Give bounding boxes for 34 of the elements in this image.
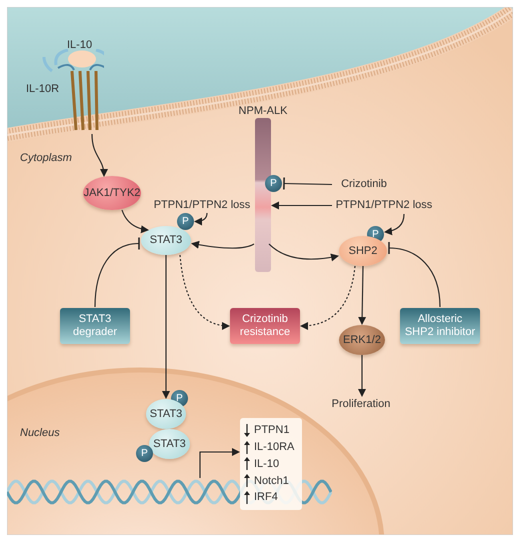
arrow: [384, 214, 405, 235]
gene-label: Notch1: [254, 474, 289, 489]
gene-label: IL-10: [254, 456, 280, 472]
gene-label: IL-10RA: [254, 440, 294, 455]
arrow: [121, 210, 149, 233]
inhibition-line: [283, 176, 332, 190]
protein-label: IL-10R: [26, 82, 60, 97]
gene-label: IRF4: [254, 490, 278, 506]
arrow: [358, 266, 366, 325]
drug-box: Allosteric SHP2 inhibitor: [400, 308, 480, 344]
protein-label: IL-10: [67, 38, 92, 53]
arrow: [91, 134, 108, 177]
protein-label: PTPN1/PTPN2 loss: [334, 198, 434, 213]
protein-label: Proliferation: [326, 397, 396, 412]
arrow: [194, 212, 208, 226]
drug-box: STAT3 degrader: [60, 308, 130, 344]
inhibition-line: [388, 241, 441, 308]
protein-label: NPM-ALK: [238, 104, 288, 119]
arrow: [191, 240, 254, 249]
arrow: [162, 255, 170, 399]
compartment-label: Nucleus: [20, 426, 60, 441]
dashed-arrow: [179, 254, 230, 330]
protein-label: PTPN1/PTPN2 loss: [152, 198, 252, 213]
arrow: [268, 244, 339, 262]
drug-box: Crizotinib resistance: [230, 308, 300, 344]
protein-label: Crizotinib: [334, 177, 394, 192]
gene-label: PTPN1: [254, 423, 290, 438]
arrow: [358, 355, 366, 397]
compartment-label: Cytoplasm: [20, 151, 72, 166]
inhibition-line: [94, 236, 140, 308]
arrow: [199, 448, 240, 478]
gene-list-panel: [240, 418, 302, 510]
dashed-arrow: [300, 266, 356, 330]
arrow: [271, 202, 332, 210]
